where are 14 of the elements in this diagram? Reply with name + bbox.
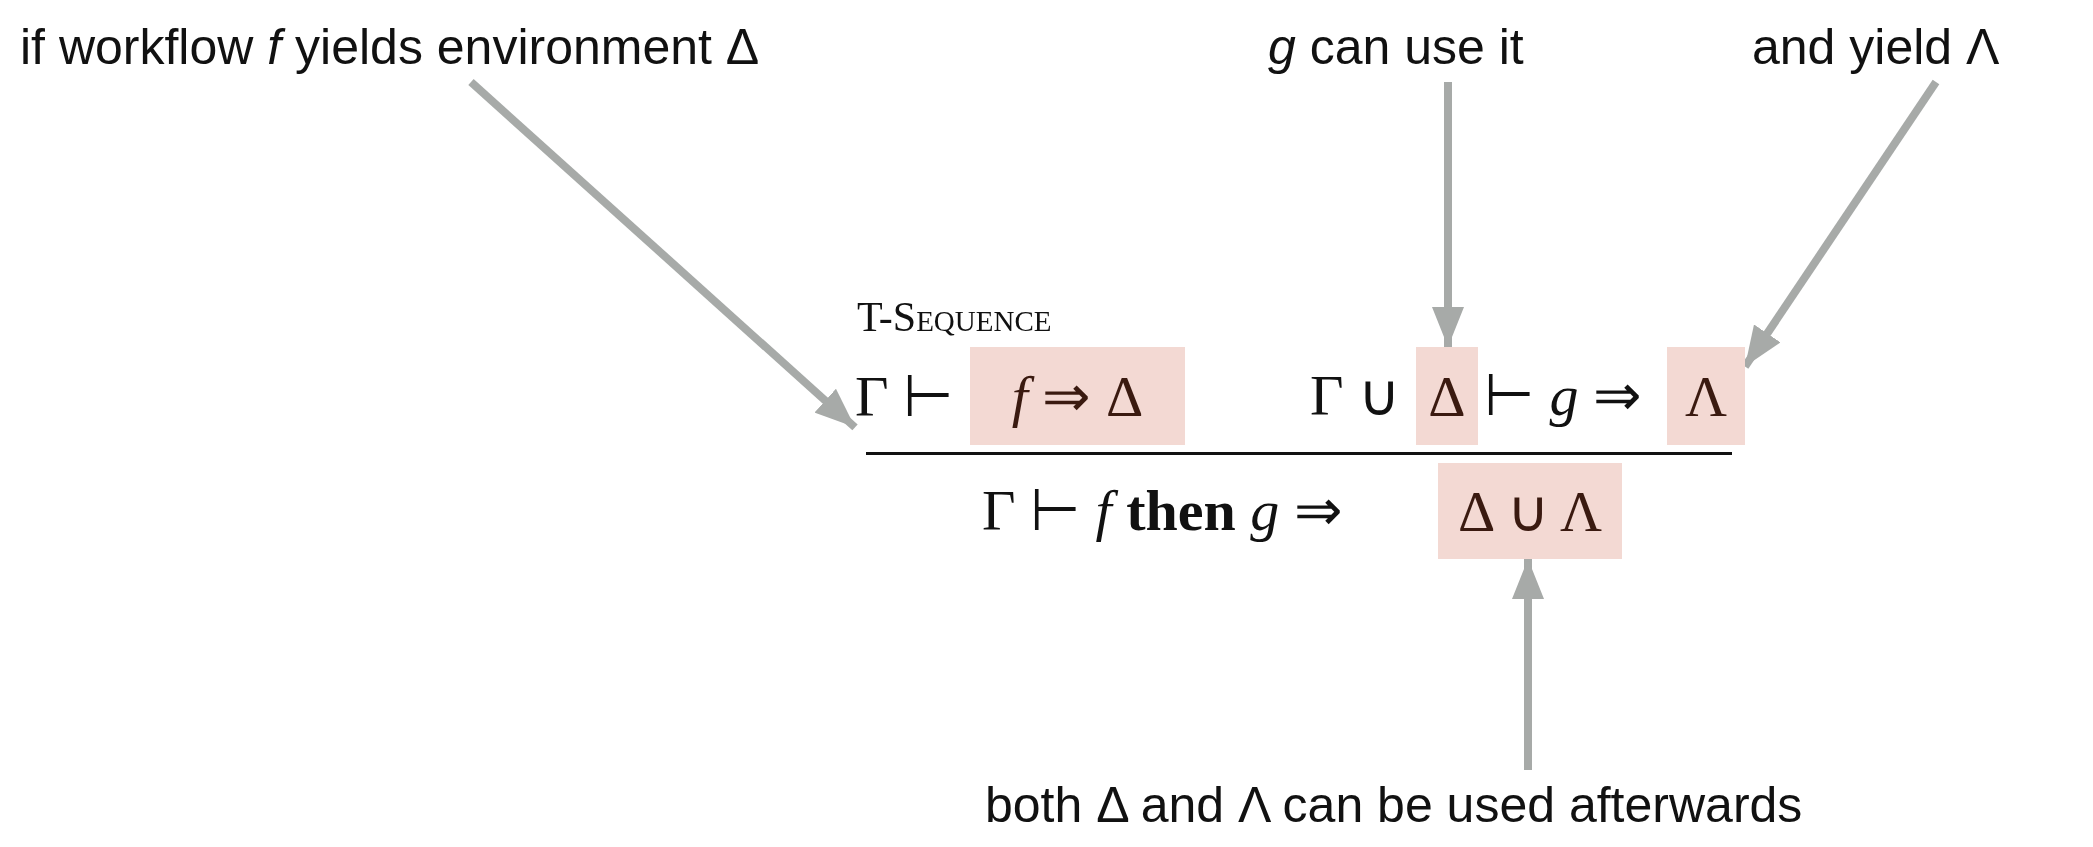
highlighted-term: Δ [1416,347,1478,445]
annotation-text: and yield Λ [1752,18,2000,76]
annotation-text: both Δ and Λ can be used afterwards [985,776,1803,834]
annotation-text: if workflow f yields environment Δ [20,18,760,76]
arrow [468,79,858,431]
annotation-text: g can use it [1268,18,1524,76]
highlighted-term: f ⇒ Δ [970,347,1185,445]
rule-name: T-Sequence [857,293,1052,342]
highlighted-term: Δ ∪ Λ [1438,463,1622,559]
formula-text: Γ ⊢ [855,363,955,430]
formula-text: Γ ⊢ f then g ⇒ [982,477,1343,545]
formula-text: ⊢ g ⇒ [1484,362,1642,430]
formula-text: Γ ∪ [1310,362,1401,430]
highlighted-term: Λ [1667,347,1745,445]
